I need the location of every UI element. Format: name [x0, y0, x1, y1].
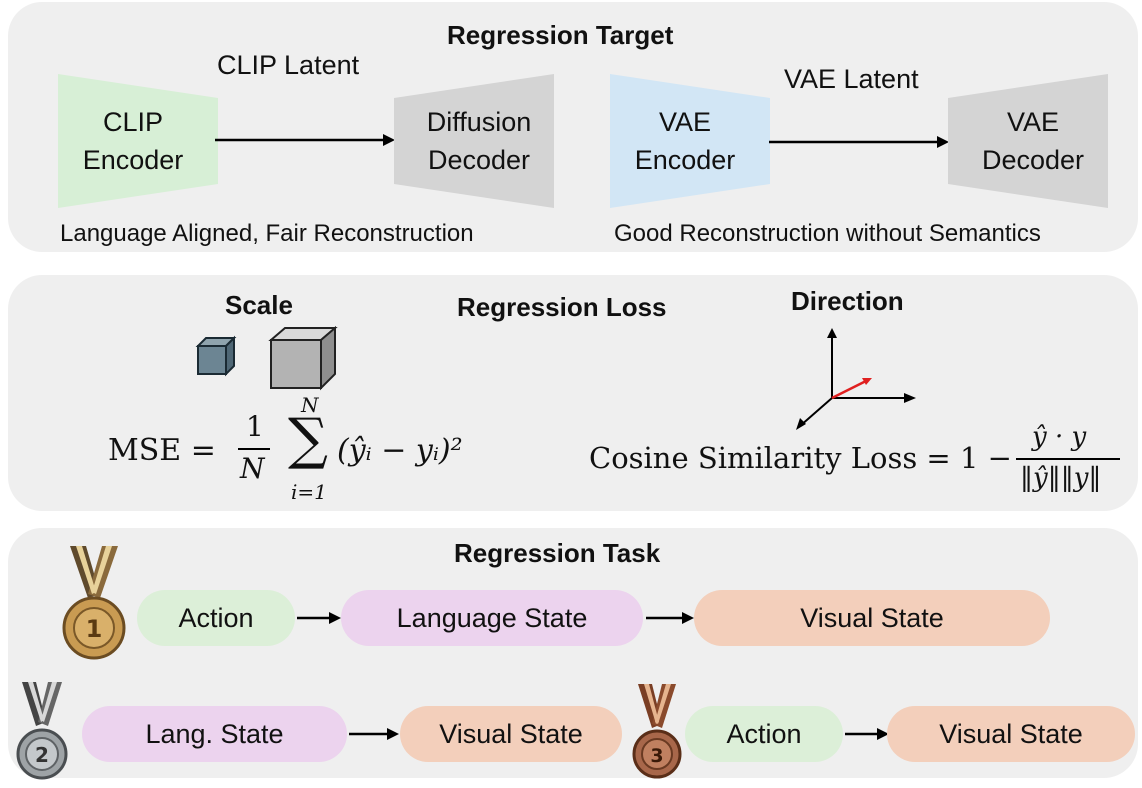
- mse-sum-top: N: [301, 393, 319, 417]
- row2-lang-state-pill: Lang. State: [82, 706, 347, 762]
- clip-caption: Language Aligned, Fair Reconstruction: [60, 220, 474, 247]
- svg-text:2: 2: [35, 743, 49, 767]
- vae-decoder-shape: [948, 74, 1108, 208]
- mse-frac-num: 1: [246, 410, 264, 443]
- regression-loss-title: Regression Loss: [457, 292, 667, 322]
- row1-arrow-2: [646, 612, 694, 624]
- mse-body: (ŷᵢ − yᵢ)²: [337, 433, 463, 468]
- mse-lhs: MSE =: [108, 433, 216, 468]
- mse-sum-symbol: ∑: [288, 407, 328, 472]
- clip-latent-arrow: [215, 134, 395, 146]
- cosine-num: ŷ · y: [1032, 422, 1087, 452]
- direction-axes-icon: [796, 328, 916, 430]
- silver-medal-icon: 2: [16, 682, 68, 780]
- clip-latent-label: CLIP Latent: [217, 50, 360, 80]
- direction-title: Direction: [791, 286, 904, 316]
- cosine-den: ‖ŷ‖‖y‖: [1020, 463, 1102, 493]
- vae-latent-label: VAE Latent: [784, 64, 919, 94]
- mse-sum-bottom: i=1: [291, 480, 327, 504]
- row2-arrow: [349, 728, 399, 740]
- bronze-medal-icon: 3: [632, 684, 682, 779]
- clip-encoder-shape: [58, 74, 218, 208]
- row3-visual-state-pill: Visual State: [887, 706, 1135, 762]
- row3-action-pill: Action: [685, 706, 843, 762]
- vae-caption: Good Reconstruction without Semantics: [614, 220, 1041, 247]
- large-cube-icon: [268, 325, 338, 391]
- row1-language-state-pill: Language State: [341, 590, 643, 646]
- row2-visual-state-pill: Visual State: [400, 706, 622, 762]
- vae-encoder-shape: [610, 74, 770, 208]
- small-cube-icon: [195, 335, 237, 377]
- gold-medal-icon: 1: [62, 546, 126, 660]
- mse-frac-den: N: [240, 452, 265, 485]
- scale-title: Scale: [225, 290, 293, 320]
- regression-loss-panel: [8, 275, 1138, 511]
- regression-task-title: Regression Task: [454, 538, 661, 568]
- vae-latent-arrow: [769, 136, 949, 148]
- row1-arrow-1: [297, 612, 341, 624]
- regression-target-title: Regression Target: [447, 20, 674, 50]
- svg-text:3: 3: [650, 745, 663, 767]
- diffusion-decoder-shape: [394, 74, 554, 208]
- cosine-lhs: Cosine Similarity Loss = 1 −: [589, 441, 1012, 475]
- row1-visual-state-pill: Visual State: [694, 590, 1050, 646]
- row3-arrow: [845, 728, 889, 740]
- svg-text:1: 1: [86, 615, 103, 643]
- row1-action-pill: Action: [137, 590, 295, 646]
- mse-frac-line: [238, 448, 270, 450]
- cosine-frac-line: [1016, 458, 1120, 460]
